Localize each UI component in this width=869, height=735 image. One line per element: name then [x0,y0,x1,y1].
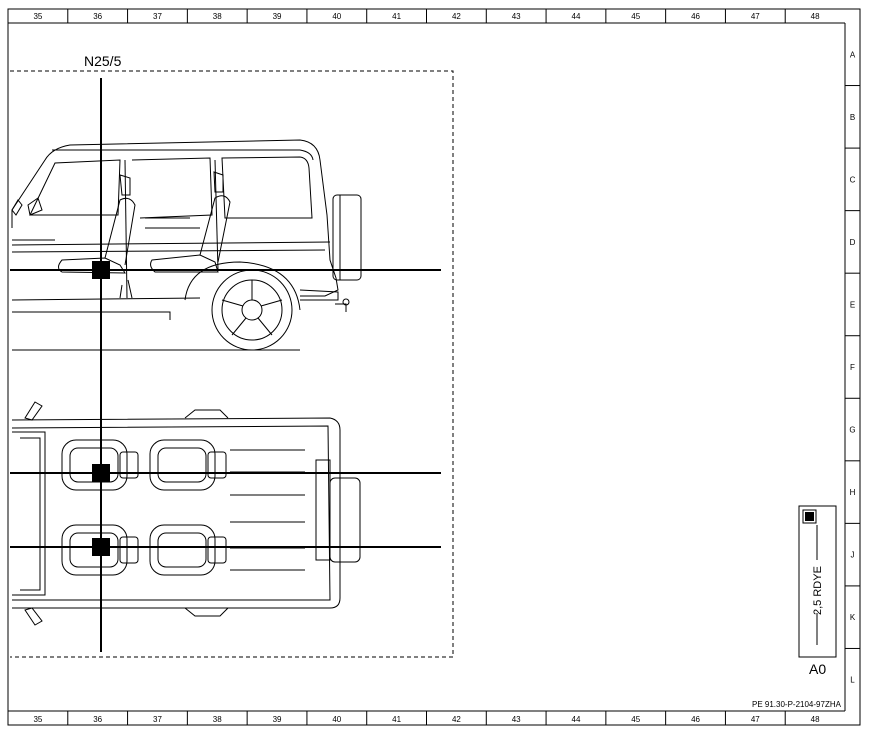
column-label-bottom: 41 [392,715,401,724]
row-label: F [850,363,855,372]
column-label-bottom: 37 [153,715,162,724]
row-label: B [850,113,855,122]
column-label-top: 35 [33,12,42,21]
column-label-top: 40 [332,12,341,21]
column-label-top: 43 [512,12,521,21]
component-boundary [10,70,454,658]
wire-spec-label: 2,5 RDYE [812,566,824,615]
connector-name: A0 [809,661,827,677]
column-label-bottom: 48 [811,715,820,724]
column-label-bottom: 47 [751,715,760,724]
location-marker-top-1 [92,464,110,482]
svg-text:i: i [808,512,811,522]
location-marker-side [92,261,110,279]
column-label-top: 47 [751,12,760,21]
column-label-bottom: 45 [631,715,640,724]
column-label-top: 46 [691,12,700,21]
column-label-top: 36 [93,12,102,21]
row-label: G [849,426,855,435]
row-label: K [850,613,856,622]
column-ticks: 35 35 36 36 37 37 38 38 39 39 40 40 41 41 42 42 43 43 44 44… [33,9,820,725]
column-label-bottom: 39 [273,715,282,724]
row-label: E [850,300,855,309]
sheet-frame [7,8,861,726]
row-label: L [850,676,855,685]
column-label-bottom: 46 [691,715,700,724]
row-label: A [850,50,856,59]
row-label: H [850,488,856,497]
document-code: PE 91.30-P-2104-97ZHA [752,700,841,709]
row-label: C [850,175,856,184]
column-label-bottom: 40 [332,715,341,724]
column-label-bottom: 36 [93,715,102,724]
connector-box [798,505,837,658]
vehicle-top-view [11,401,361,626]
column-label-bottom: 35 [33,715,42,724]
column-label-top: 37 [153,12,162,21]
vehicle-side-view [11,139,362,351]
column-label-top: 41 [392,12,401,21]
column-label-bottom: 44 [572,715,581,724]
column-label-bottom: 42 [452,715,461,724]
column-label-bottom: 43 [512,715,521,724]
info-icon[interactable]: i [802,509,817,524]
column-label-top: 48 [811,12,820,21]
column-label-top: 42 [452,12,461,21]
column-label-bottom: 38 [213,715,222,724]
column-label-top: 38 [213,12,222,21]
component-label: N25/5 [84,53,122,69]
column-label-top: 44 [572,12,581,21]
column-label-top: 39 [273,12,282,21]
row-label: D [850,238,856,247]
location-marker-top-2 [92,538,110,556]
row-label: J [851,551,855,560]
row-ticks: A B C D E F G H J K L [845,50,860,685]
column-label-top: 45 [631,12,640,21]
